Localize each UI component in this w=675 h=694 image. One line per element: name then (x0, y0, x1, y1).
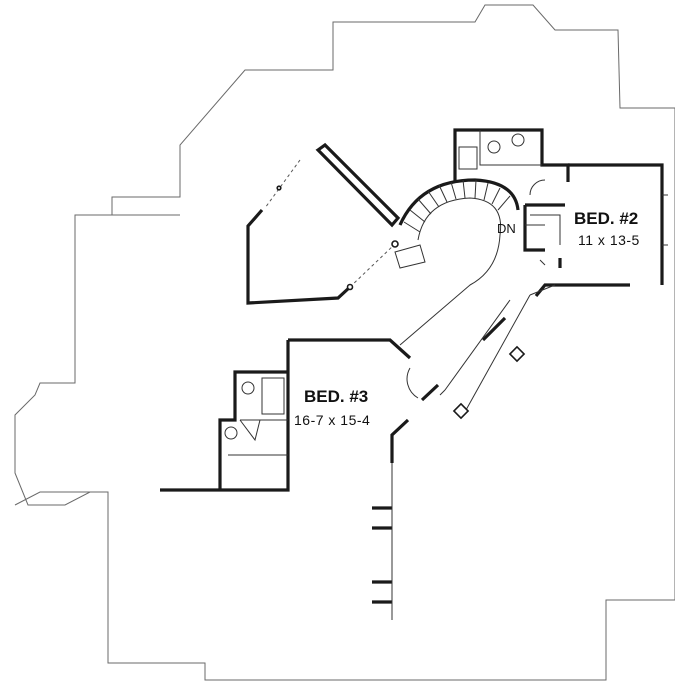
wall-bed-3 (160, 338, 412, 492)
bay-post (508, 345, 526, 363)
wall-bed-2 (534, 163, 664, 298)
post-marker (346, 283, 354, 291)
sink-fixture (224, 426, 238, 440)
room-label-bed-3: BED. #3 (304, 387, 369, 406)
toilet-fixture (487, 140, 501, 154)
bed-2-window (662, 194, 668, 246)
sink-fixture (511, 133, 525, 147)
bay-wall-upper (481, 316, 507, 342)
post-marker (391, 240, 399, 248)
closet-shelf (530, 214, 561, 245)
bay-post (452, 402, 470, 420)
bay-window-lines (439, 284, 556, 411)
stair-bottom-flight (394, 244, 426, 269)
wall-left-room (246, 208, 352, 305)
post-marker (276, 185, 282, 191)
wall-left-room-top (315, 142, 401, 228)
tub-fixture (261, 377, 285, 415)
roof-outline (14, 4, 675, 681)
wall-bath-2 (453, 128, 570, 182)
bay-wall-lower (420, 383, 440, 402)
left-room-opening (264, 159, 396, 288)
stair-direction-label: DN (497, 221, 516, 236)
roof-outline-inner (14, 214, 180, 506)
bath-3-partition (228, 419, 288, 456)
stair-rail (399, 234, 501, 346)
lower-wall-stub (372, 506, 392, 604)
room-dims-bed-2: 11 x 13-5 (578, 232, 640, 248)
wall-bed-3-right (390, 418, 410, 463)
shower-fixture (458, 146, 478, 170)
bed-3-door-swing (406, 367, 419, 399)
wall-bath-3 (218, 370, 288, 490)
bath-2-partition (479, 130, 542, 166)
closet-door-swing (525, 179, 546, 266)
room-dims-bed-3: 16-7 x 15-4 (294, 412, 371, 428)
toilet-fixture (241, 381, 255, 395)
stair-outer-wall (398, 178, 520, 226)
stair-inner-curve (417, 197, 502, 241)
wall-bed-2-closet (523, 203, 565, 268)
room-label-bed-2: BED. #2 (574, 209, 639, 228)
stair-treads (403, 179, 511, 233)
